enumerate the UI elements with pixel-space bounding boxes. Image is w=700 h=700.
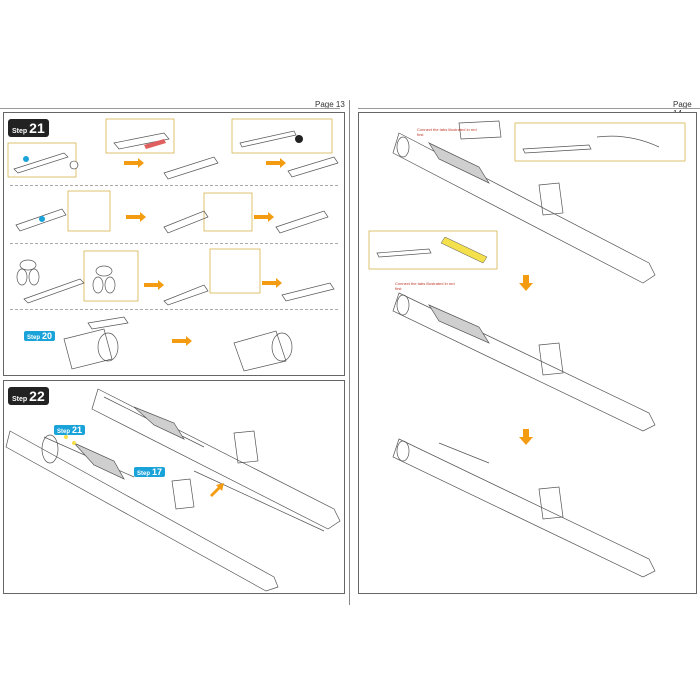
row3-final: [281, 282, 335, 302]
rail-part-detail: [522, 144, 592, 154]
detail-box-rail: [514, 122, 686, 162]
row3-shaft: [23, 278, 85, 304]
detail-box-row2-a: [67, 190, 111, 232]
arrow-row1-b: [266, 158, 286, 168]
page-14-panel: Connect the tabs illustrated in red firs…: [358, 112, 697, 594]
arrow-row1-a: [124, 158, 144, 168]
down-arrow-1: [519, 275, 533, 291]
grey-strip: [376, 248, 432, 258]
detail-box-row2-c: [203, 192, 253, 232]
step-21-row-1-illustration: [7, 118, 339, 180]
row-separator-3: [10, 309, 338, 310]
alignment-dot-2: [72, 441, 76, 445]
fin-assembly: [163, 156, 219, 180]
submarine-hull-lower: [5, 430, 279, 592]
row2-part-1: [15, 208, 67, 232]
page-gutter: [349, 100, 350, 605]
page-number-left: Page 13: [315, 100, 345, 109]
stern-section-before: [63, 316, 129, 370]
stern-section-after: [233, 330, 293, 372]
page-14-illustration: [368, 120, 686, 578]
propeller-large: [16, 259, 40, 286]
arrow-row2-a: [126, 212, 146, 222]
row2-part-3: [275, 210, 329, 234]
assembly-arrow: [210, 483, 224, 497]
row3-assembly: [163, 284, 209, 306]
part-a2-strip: [239, 130, 297, 148]
fin-assembly-final: [287, 156, 339, 178]
arrow-row2-b: [254, 212, 274, 222]
detail-box-yellow: [368, 230, 498, 270]
row-separator-1: [10, 185, 338, 186]
detail-box-row3-a: [209, 248, 261, 294]
row-separator-2: [10, 243, 338, 244]
ne-marker: [69, 160, 79, 170]
callout-dot: [23, 156, 29, 162]
submarine-middle: [392, 292, 656, 432]
rail-part-curved: [596, 135, 660, 148]
submarine-bottom: [392, 438, 656, 578]
submarine-hull-upper: [91, 388, 341, 532]
row2-part-2: [163, 210, 209, 234]
detail-box-a2: [231, 118, 333, 154]
row2-callout-dot: [39, 216, 45, 222]
arrow-row4: [172, 336, 192, 346]
alignment-dot-1: [64, 435, 68, 439]
detail-box-c: [105, 118, 175, 154]
fin-red-part: [144, 139, 166, 149]
yellow-highlighted-part: [440, 236, 488, 264]
top-rule-left: [0, 108, 340, 109]
propeller-detail: [92, 265, 116, 294]
detail-box-propeller: [83, 250, 139, 302]
top-rule-right: [358, 108, 700, 109]
arrow-row3-b: [262, 278, 282, 288]
note-connect-tabs-middle: Connect the tabs illustrated in red firs…: [395, 281, 455, 291]
step-21-row-4-illustration: [63, 316, 293, 372]
down-arrow-2: [519, 429, 533, 445]
part-a-arm: [13, 152, 69, 174]
fin-part: [113, 132, 170, 150]
arrow-row3-a: [144, 280, 164, 290]
b-marker: [295, 135, 303, 143]
step-21-row-3-illustration: [16, 248, 335, 306]
submarine-top: [392, 120, 656, 284]
note-connect-tabs-top: Connect the tabs illustrated in red firs…: [417, 127, 477, 137]
step-22-illustration: [5, 388, 341, 592]
step-21-row-2-illustration: [15, 190, 329, 234]
detail-box-a: [7, 142, 77, 178]
